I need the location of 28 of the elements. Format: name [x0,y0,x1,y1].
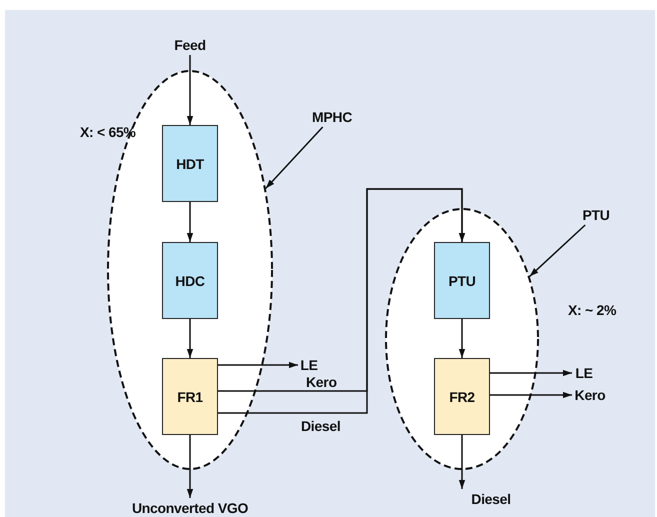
stream-label: Kero [572,386,608,404]
conversion-note: X: ~ 2% [568,302,616,318]
flow-arrow [458,435,466,489]
stream-label: Feed [170,35,210,55]
flow-arrow [186,202,194,242]
process-unit-box: PTU [434,242,490,319]
stream-label: PTU [578,205,614,225]
stream-label: LE [298,356,320,374]
flow-arrow [490,392,572,398]
flow-arrow [458,319,466,358]
leader-arrow [265,126,324,189]
stream-label: LE [572,364,596,382]
flow-arrow [186,319,194,358]
dashed-ellipse [107,70,273,470]
flow-arrow [490,370,572,376]
stream-label: Diesel [468,489,514,509]
leader-arrow [529,224,586,277]
process-unit-box: HDT [162,125,218,202]
edge-label: Kero [305,374,338,390]
flow-arrow [218,362,298,368]
edge-label: Diesel [300,418,342,434]
stream-label: MPHC [310,107,354,127]
process-unit-box: FR1 [162,358,218,435]
process-unit-box: HDC [162,242,218,319]
flow-arrow [186,435,194,498]
conversion-note: X: < 65% [80,124,136,140]
process-unit-box: FR2 [434,358,490,435]
dashed-ellipse [385,208,539,470]
